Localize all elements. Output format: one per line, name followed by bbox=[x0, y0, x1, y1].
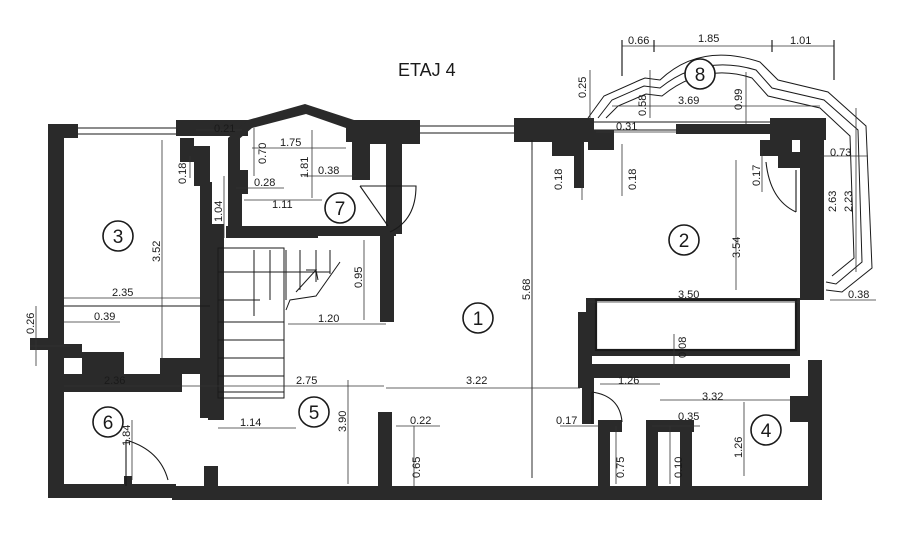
dim-label: 0.26 bbox=[25, 313, 37, 334]
dim-label: 2.75 bbox=[296, 375, 317, 387]
dimension-lines bbox=[30, 40, 876, 488]
dim-label: 0.25 bbox=[577, 77, 589, 98]
room-2-label: 2 bbox=[679, 231, 690, 252]
dim-label: 1.75 bbox=[280, 137, 301, 149]
dim-label: 1.81 bbox=[299, 157, 311, 178]
interior-walls bbox=[62, 104, 820, 490]
dim-label: 3.52 bbox=[151, 241, 163, 262]
room-2-marker: 2 bbox=[668, 224, 700, 256]
dim-label: 0.75 bbox=[615, 457, 627, 478]
dim-label: 2.35 bbox=[112, 287, 133, 299]
room-4-label: 4 bbox=[761, 421, 772, 442]
staircase bbox=[217, 247, 341, 399]
dim-label: 1.04 bbox=[213, 201, 225, 222]
room-7-marker: 7 bbox=[324, 192, 356, 224]
dim-label: 0.66 bbox=[628, 35, 649, 47]
dim-label: 0.21 bbox=[214, 123, 235, 135]
dim-label: 0.58 bbox=[637, 95, 649, 116]
dim-label: 0.95 bbox=[353, 267, 365, 288]
dim-label: 0.31 bbox=[616, 121, 637, 133]
dim-label: 0.17 bbox=[556, 415, 577, 427]
dim-label: 1.20 bbox=[318, 313, 339, 325]
dim-label: 0.18 bbox=[177, 163, 189, 184]
dim-label: 0.38 bbox=[848, 289, 869, 301]
dim-label: 0.39 bbox=[94, 311, 115, 323]
room-4-marker: 4 bbox=[750, 414, 782, 446]
dim-label: 0.08 bbox=[677, 337, 689, 358]
dim-label: 0.17 bbox=[751, 165, 763, 186]
room-7-label: 7 bbox=[335, 199, 346, 220]
room-8-label: 8 bbox=[695, 65, 706, 86]
dim-label: 0.18 bbox=[553, 169, 565, 190]
dim-label: 3.54 bbox=[731, 237, 743, 258]
dim-label: 2.23 bbox=[843, 191, 855, 212]
dim-label: 2.63 bbox=[827, 191, 839, 212]
doors bbox=[125, 161, 797, 486]
dim-label: 0.65 bbox=[411, 457, 423, 478]
dim-label: 1.01 bbox=[790, 35, 811, 47]
room-markers: 1 2 3 4 5 6 7 8 bbox=[92, 58, 782, 446]
dim-label: 0.28 bbox=[254, 177, 275, 189]
dim-label: 1.14 bbox=[240, 417, 261, 429]
dim-label: 0.35 bbox=[678, 411, 699, 423]
room-5-label: 5 bbox=[309, 403, 320, 424]
dimension-labels: 0.66 1.85 1.01 0.25 0.58 3.69 0.99 0.31 … bbox=[25, 33, 869, 478]
dim-label: 1.11 bbox=[272, 199, 293, 211]
dim-label: 0.18 bbox=[627, 169, 639, 190]
dim-label: 1.26 bbox=[733, 437, 745, 458]
dim-label: 3.69 bbox=[678, 95, 699, 107]
room-1-label: 1 bbox=[473, 309, 484, 330]
dim-label: 3.32 bbox=[702, 391, 723, 403]
dim-label: 1.84 bbox=[121, 425, 133, 446]
outer-walls bbox=[30, 118, 826, 500]
room-1-marker: 1 bbox=[462, 302, 494, 334]
room-3-label: 3 bbox=[113, 227, 124, 248]
dim-label: 1.85 bbox=[698, 33, 719, 45]
plan-title: ETAJ 4 bbox=[398, 60, 456, 80]
dim-label: 3.22 bbox=[466, 375, 487, 387]
dim-label: 1.26 bbox=[618, 375, 639, 387]
dim-label: 5.68 bbox=[521, 279, 533, 300]
dim-label: 3.50 bbox=[678, 289, 699, 301]
dim-label: 3.90 bbox=[337, 411, 349, 432]
dim-label: 0.38 bbox=[318, 165, 339, 177]
room-6-marker: 6 bbox=[92, 406, 124, 438]
room-6-label: 6 bbox=[103, 413, 114, 434]
dim-label: 0.99 bbox=[733, 89, 745, 110]
dim-label: 0.10 bbox=[673, 457, 685, 478]
dim-label: 0.73 bbox=[830, 147, 851, 159]
dim-label: 0.70 bbox=[257, 143, 269, 164]
dim-label: 0.22 bbox=[410, 415, 431, 427]
room-3-marker: 3 bbox=[102, 220, 134, 252]
dim-label: 2.36 bbox=[104, 375, 125, 387]
room-8-marker: 8 bbox=[684, 58, 716, 90]
room-5-marker: 5 bbox=[298, 396, 330, 428]
